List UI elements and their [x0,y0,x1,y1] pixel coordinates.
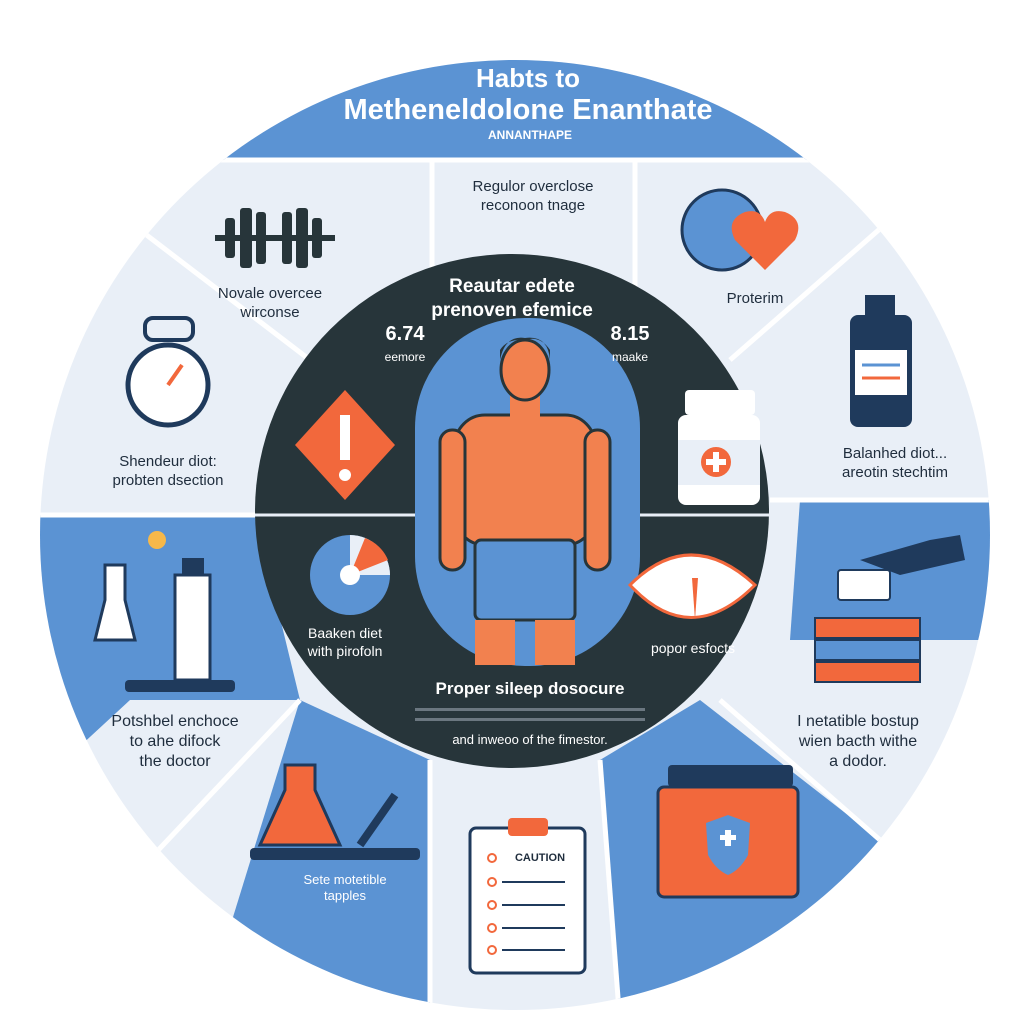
label-line: with pirofoln [307,642,383,659]
label-line: Proterim [726,290,784,307]
pie-chart-icon [310,535,390,615]
heading-line: prenoven efemice [431,299,593,321]
top-right-label: Proterim [727,290,784,309]
bottom-right-label: I netatible bostup wien bacth withe a dodo… [797,712,919,772]
label-line: to ahe difock [129,733,221,750]
right-label: Balanhed diot...areotin stechtim [842,445,948,483]
label-line: popor esfocts [650,640,736,656]
label-line: Sete motetible [303,872,387,887]
label-line: Potshbel enchoce [111,713,239,730]
left-label: Shendeur diot:probten dsection [113,453,224,491]
stat-right-value: 8.15 [610,323,650,345]
label-line: Baaken diet [308,625,382,641]
label-line: wirconse [240,303,300,321]
heading-line: Reautar edete [449,276,575,297]
label-line: I netatible bostup [797,713,919,730]
bottom-left-label: Potshbel enchoce to ahe difock the doctor [111,712,238,772]
clock-icon [125,316,211,428]
label-line: tapples [324,888,366,904]
label-line: wien bacth withe [798,733,918,750]
title-line2: Metheneldolone Enanthate [343,94,713,126]
illegible-text-line [415,708,645,711]
heart-icon [731,211,799,270]
label-line: Balanhed diot... [842,445,948,462]
medicine-bottle-icon [850,295,912,427]
illegible-text-line [415,718,645,721]
label-line: the doctor [139,753,211,770]
inner-right-label: popor esfocts [651,640,735,658]
man-figure [438,337,612,665]
label-line: Regulor overclose [472,178,594,195]
hand-card-icon [814,535,965,683]
label-line: Shendeur diot: [119,453,217,470]
warning-icon [295,390,395,500]
stat-left-label: eemore [384,350,426,364]
inner-bottom-text: and inweoo of the fimestor. [452,732,608,747]
label-line: areotin stechtim [842,463,948,481]
caution-label: CAUTION [514,852,566,864]
first-aid-jar-icon [656,765,800,899]
pill-bottle-icon [678,390,760,505]
label-line: reconoon tnage [480,196,586,214]
label-line: a dodor. [829,753,887,770]
stat-left-value: 6.74 [385,323,425,345]
dumbbell-icon [215,208,335,268]
lab-flask-icon [93,531,235,692]
title-subtitle: ANNANTHAPE [488,128,572,142]
gauge-icon [627,553,758,620]
title-line1: Habts to [476,63,580,93]
inner-bottom-heading: Proper sileep dosocure [435,679,625,698]
stat-right-label: maake [611,350,649,364]
label-line: probten dsection [112,471,224,489]
beaker-icon [250,763,420,860]
label-line: Novale overcee [217,285,323,302]
clipboard-icon [468,818,587,975]
